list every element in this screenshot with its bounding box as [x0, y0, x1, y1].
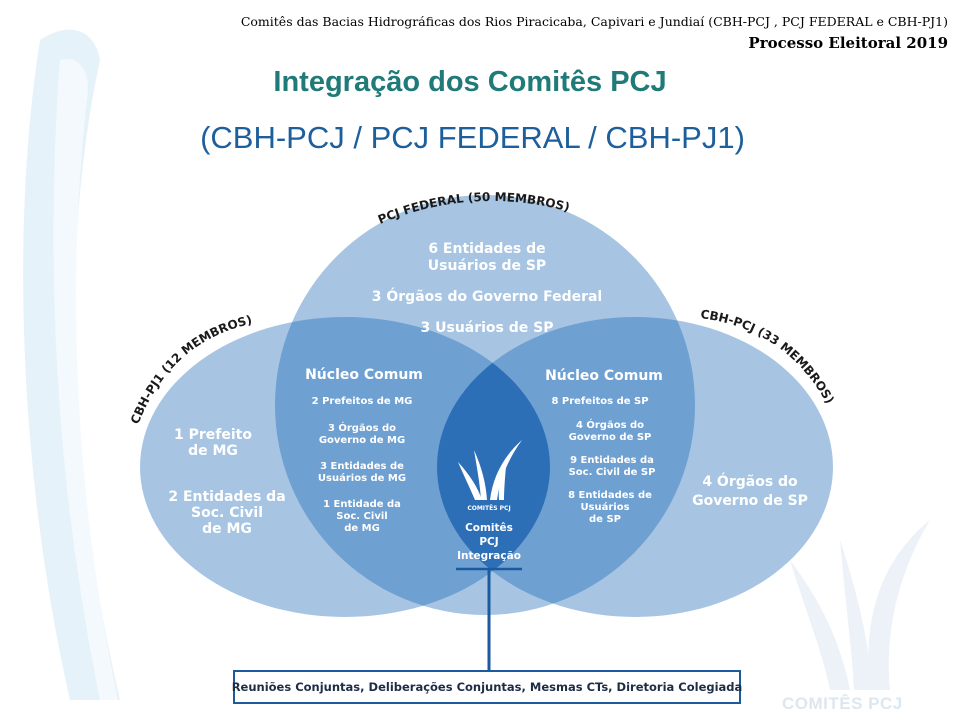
overlap-federal-pj1	[275, 317, 550, 615]
background-swoosh-inner	[53, 59, 119, 700]
header-organization: Comitês das Bacias Hidrográficas dos Rio…	[240, 14, 948, 29]
core-right-item-3: Governo de SP	[569, 432, 652, 443]
header-process: Processo Eleitoral 2019	[748, 34, 948, 52]
top-line-3: 3 Órgãos do Governo Federal	[372, 287, 602, 305]
core-left-item-6: 1 Entidade da	[323, 499, 401, 510]
core-right-item-2: 4 Órgãos do	[576, 418, 644, 431]
top-line-1: 6 Entidades de	[428, 241, 545, 257]
watermark-text: COMITÊS PCJ	[782, 694, 903, 713]
left-line-5: de MG	[202, 521, 252, 537]
left-line-3: 2 Entidades da	[168, 489, 285, 505]
left-line-4: Soc. Civil	[191, 505, 263, 521]
right-line-2: Governo de SP	[692, 493, 808, 509]
core-right-item-8: de SP	[589, 514, 621, 525]
comites-pcj-logo	[458, 440, 522, 500]
center-logo-caption: COMITÊS PCJ	[467, 504, 510, 512]
page-subtitle: (CBH-PCJ / PCJ FEDERAL / CBH-PJ1)	[200, 120, 745, 155]
core-left-item-1: 2 Prefeitos de MG	[312, 396, 413, 407]
center-line-2: PCJ	[479, 536, 498, 548]
core-right-item-6: 8 Entidades de	[568, 490, 652, 501]
page-title: Integração dos Comitês PCJ	[273, 66, 667, 98]
center-line-3: Integração	[457, 550, 521, 562]
core-left-heading: Núcleo Comum	[305, 367, 423, 383]
core-left-item-2: 3 Órgãos do	[328, 421, 396, 434]
left-line-2: de MG	[188, 443, 238, 459]
right-line-1: 4 Órgãos do	[702, 472, 798, 490]
center-line-1: Comitês	[465, 522, 513, 534]
core-right-heading: Núcleo Comum	[545, 368, 663, 384]
top-line-4: 3 Usuários de SP	[421, 320, 554, 336]
core-right-item-4: 9 Entidades da	[570, 455, 654, 466]
core-left-item-7: Soc. Civil	[336, 511, 387, 522]
left-line-1: 1 Prefeito	[174, 427, 252, 443]
core-right-item-7: Usuários	[580, 501, 629, 513]
joint-activities-box: Reuniões Conjuntas, Deliberações Conjunt…	[232, 670, 742, 704]
core-left-item-8: de MG	[344, 523, 380, 534]
core-left-item-3: Governo de MG	[319, 435, 405, 446]
core-left-item-4: 3 Entidades de	[320, 461, 404, 472]
watermark-logo	[790, 520, 930, 690]
connector	[456, 567, 522, 670]
top-line-2: Usuários de SP	[428, 258, 546, 274]
overlap-federal-pcj	[437, 317, 695, 615]
core-right-item-5: Soc. Civil de SP	[569, 467, 656, 478]
core-left-item-5: Usuários de MG	[318, 472, 406, 484]
core-right-item-1: 8 Prefeitos de SP	[551, 396, 648, 407]
